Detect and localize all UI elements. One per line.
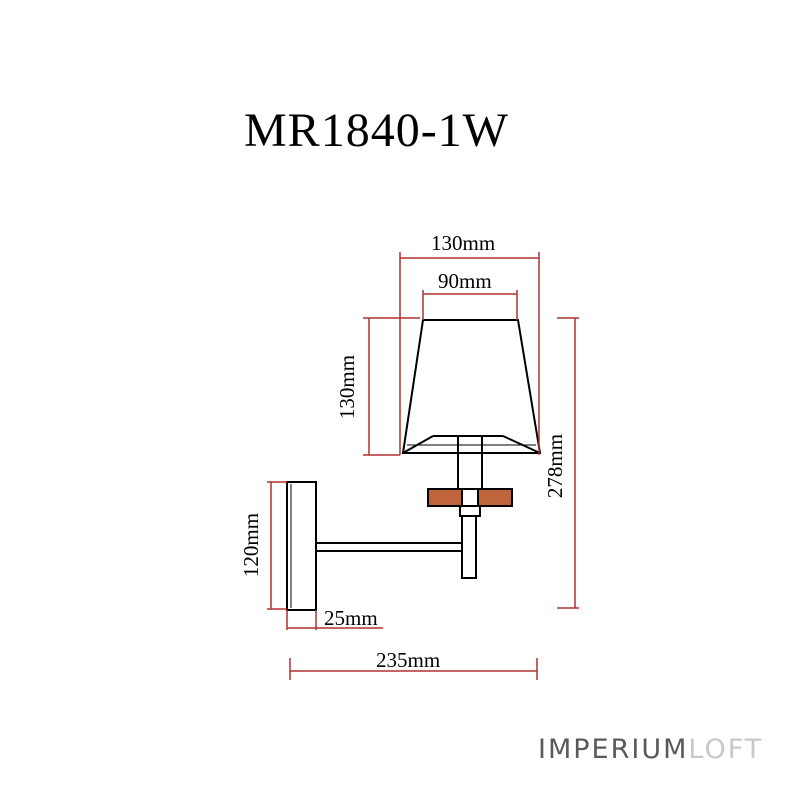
dim-label-plate-depth: 25mm [324, 606, 378, 630]
lamp-shade [401, 319, 542, 454]
brand-accent-text: LOFT [688, 734, 764, 765]
dim-label-plate-height: 120mm [239, 512, 264, 578]
dim-label-total-depth: 235mm [376, 648, 441, 672]
lamp-arm [315, 541, 462, 553]
lamp-holder [427, 435, 513, 579]
vertical-stem [461, 515, 477, 579]
wall-plate [286, 481, 317, 611]
dim-label-total-height: 278mm [543, 433, 568, 499]
brand-main-text: IMPERIUM [538, 734, 689, 765]
dimension-lines [267, 252, 579, 680]
brand-logo: IMPERIUMLOFT [538, 734, 763, 766]
model-title: MR1840-1W [244, 104, 509, 157]
dim-label-shade-height: 130mm [335, 354, 360, 420]
holder-collar [459, 505, 481, 517]
dim-label-shade-inner-width: 90mm [438, 269, 492, 293]
dim-label-shade-width: 130mm [431, 231, 496, 255]
wood-ring-center [461, 488, 479, 507]
wall-plate-body [286, 481, 317, 611]
shade-outline [401, 319, 542, 454]
